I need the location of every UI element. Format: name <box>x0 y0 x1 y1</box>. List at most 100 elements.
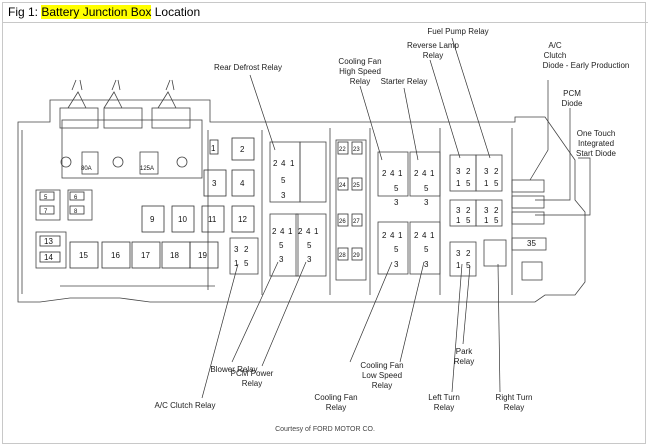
callout-ac-diode-2: Clutch <box>544 51 567 60</box>
callout-fan-high-1: Cooling Fan <box>338 57 381 66</box>
callout-pcm-power-1: PCM Power <box>231 369 274 378</box>
callout-fan-relay-2: Relay <box>326 403 346 412</box>
callout-left-turn-1: Left Turn <box>428 393 460 402</box>
callout-starter: Starter Relay <box>381 77 428 86</box>
callout-fan-relay-1: Cooling Fan <box>314 393 357 402</box>
box-housing <box>17 99 586 303</box>
relay-mid-a-pin1: 1 <box>456 216 461 225</box>
relay-ac-clutch-pin1: 1 <box>234 259 239 268</box>
callout-fan-high-2: High Speed <box>339 67 381 76</box>
fuse-35: 35 <box>527 239 536 248</box>
callout-blower: Blower Relay <box>210 365 257 374</box>
relay-fuel-pump-pin2: 2 <box>494 167 499 176</box>
relay-fan-low-pin4: 4 <box>422 231 427 240</box>
relay-fan-low-pin3: 3 <box>424 260 429 269</box>
relay-left-turn-pin1: 1 <box>456 261 461 270</box>
relay-pcm-power-pin5: 5 <box>307 241 312 250</box>
callout-pcm-diode-1: PCM <box>563 89 581 98</box>
relay-ac-clutch-pin3: 3 <box>234 245 239 254</box>
fuse-14: 14 <box>44 253 53 262</box>
callout-ac-diode-1: A/C <box>548 41 562 50</box>
relay-reverse-pin5: 5 <box>466 179 471 188</box>
relay-fuel-pump-pin1: 1 <box>484 179 489 188</box>
relay-left-turn-pin2: 2 <box>466 249 471 258</box>
relay-mid-a-pin2: 2 <box>466 206 471 215</box>
callout-fan-low-3: Relay <box>372 381 392 390</box>
relay-blower-pin2: 2 <box>272 227 277 236</box>
fuse-12: 12 <box>238 215 247 224</box>
fuse-2: 2 <box>240 145 245 154</box>
fuse-22: 22 <box>339 147 346 153</box>
callout-park-1: Park <box>456 347 473 356</box>
relay-rear-defrost-pin3: 3 <box>281 191 286 200</box>
relay-starter-pin4: 4 <box>422 169 427 178</box>
fuse-19: 19 <box>198 251 207 260</box>
relay-left-turn-pin3: 3 <box>456 249 461 258</box>
relay-reverse-pin2: 2 <box>466 167 471 176</box>
fuse-6: 6 <box>74 195 78 201</box>
fuse-18: 18 <box>170 251 179 260</box>
relay-fan-high-pin4: 4 <box>390 169 395 178</box>
relay-mid-b-pin1: 1 <box>484 216 489 225</box>
caption-suffix: Location <box>151 5 201 19</box>
callout-left-turn-2: Relay <box>434 403 454 412</box>
fuse-80a-label: 80A <box>81 166 92 172</box>
callout-ac-diode-3: Diode - Early Production <box>543 61 630 70</box>
caption-highlight: Battery Junction Box <box>41 5 152 19</box>
figure-caption: Fig 1: Battery Junction Box Location <box>8 5 200 19</box>
fuse-5: 5 <box>44 195 48 201</box>
callout-ac-clutch-relay: A/C Clutch Relay <box>155 401 216 410</box>
relay-fan-pin1: 1 <box>398 231 403 240</box>
callout-right-turn-1: Right Turn <box>496 393 533 402</box>
relay-reverse-pin3: 3 <box>456 167 461 176</box>
relay-fan-low-pin2: 2 <box>414 231 419 240</box>
fuse-1: 1 <box>211 144 216 153</box>
relay-mid-a-pin3: 3 <box>456 206 461 215</box>
relay-fan-pin2: 2 <box>382 231 387 240</box>
callout-park-2: Relay <box>454 357 474 366</box>
relay-ac-clutch-pin2: 2 <box>244 245 249 254</box>
fuse-29: 29 <box>353 253 360 259</box>
callout-one-touch-3: Start Diode <box>576 149 617 158</box>
relay-blower-pin5: 5 <box>279 241 284 250</box>
relay-rear-defrost-pin5: 5 <box>281 176 286 185</box>
relay-pcm-power-pin4: 4 <box>306 227 311 236</box>
relay-fan-high-pin3: 3 <box>394 198 399 207</box>
fuse-4: 4 <box>240 179 245 188</box>
relay-fan-pin3: 3 <box>394 260 399 269</box>
relay-blower-pin3: 3 <box>279 255 284 264</box>
mega-fuse-block <box>61 119 203 179</box>
callout-rear-defrost: Rear Defrost Relay <box>214 63 282 72</box>
relay-ac-clutch-pin5: 5 <box>244 259 249 268</box>
fuse-26: 26 <box>339 219 346 225</box>
relay-rear-defrost-pin1: 1 <box>290 159 295 168</box>
fuse-16: 16 <box>111 251 120 260</box>
relay-mid-b-pin3: 3 <box>484 206 489 215</box>
fuse-13: 13 <box>44 237 53 246</box>
fuse-28: 28 <box>339 253 346 259</box>
callout-fan-low-2: Low Speed <box>362 371 402 380</box>
callout-one-touch-2: Integrated <box>578 139 614 148</box>
fuse-125a-label: 125A <box>140 166 154 172</box>
relay-mid-a-pin5: 5 <box>466 216 471 225</box>
relay-blower-pin4: 4 <box>280 227 285 236</box>
relay-fuel-pump-pin5: 5 <box>494 179 499 188</box>
callout-reverse-2: Relay <box>423 51 443 60</box>
relay-fan-high-pin5: 5 <box>394 184 399 193</box>
figure-frame <box>2 2 646 444</box>
fuse-23: 23 <box>353 147 360 153</box>
callout-pcm-power-2: Relay <box>242 379 262 388</box>
relay-fan-high-pin2: 2 <box>382 169 387 178</box>
fuse-7: 7 <box>44 209 48 215</box>
callout-right-turn-2: Relay <box>504 403 524 412</box>
callout-reverse-1: Reverse Lamp <box>407 41 460 50</box>
relay-starter-pin1: 1 <box>430 169 435 178</box>
fuse-3: 3 <box>212 179 217 188</box>
callout-fuel-pump: Fuel Pump Relay <box>427 27 488 36</box>
relay-fuel-pump-pin3: 3 <box>484 167 489 176</box>
caption-divider <box>2 22 648 23</box>
relay-left-turn-pin5: 5 <box>466 261 471 270</box>
relay-rear-defrost-pin2: 2 <box>273 159 278 168</box>
fuse-9: 9 <box>150 215 155 224</box>
